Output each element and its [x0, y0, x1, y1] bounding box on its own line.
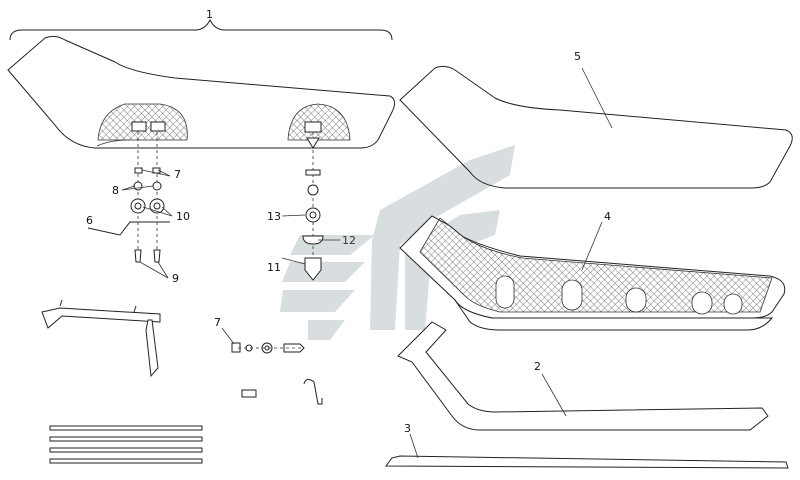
mounting-hardware — [130, 132, 324, 281]
leaders-left — [121, 169, 340, 279]
hook-part — [303, 378, 323, 405]
callout-4: 4 — [604, 210, 611, 223]
callout-7-lower: 7 — [214, 316, 221, 329]
bolt-assembly — [221, 327, 305, 354]
callout-1: 1 — [206, 8, 213, 21]
callout-9: 9 — [172, 272, 179, 285]
callout-10: 10 — [176, 210, 190, 223]
callout-8: 8 — [112, 184, 119, 197]
assembly-bracket — [9, 18, 393, 41]
seat-cover-part — [399, 65, 793, 189]
clip-part — [241, 389, 257, 398]
seat-strip-part — [385, 433, 789, 469]
seat-base-part — [397, 321, 769, 431]
seat-foam-part — [399, 215, 786, 331]
trim-strips — [49, 425, 203, 464]
callout-3: 3 — [404, 422, 411, 435]
callout-7: 7 — [174, 168, 181, 181]
seat-bracket-part — [41, 299, 161, 378]
wire-part — [87, 221, 170, 236]
callout-2: 2 — [534, 360, 541, 373]
callout-12: 12 — [342, 234, 356, 247]
seat-assembly — [7, 35, 396, 149]
callout-11: 11 — [267, 261, 281, 274]
callout-13: 13 — [267, 210, 281, 223]
callout-5: 5 — [574, 50, 581, 63]
callout-6: 6 — [86, 214, 93, 227]
